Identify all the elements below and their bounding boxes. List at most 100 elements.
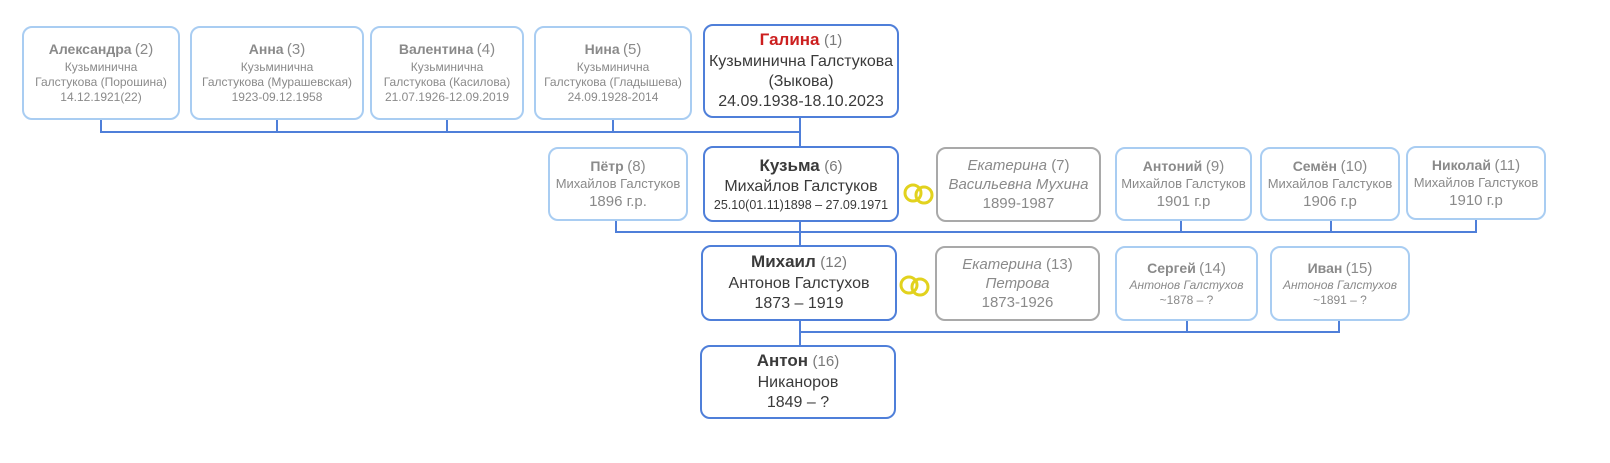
person-card-petr[interactable]: Пётр (8) Михайлов Галстуков 1896 г.р. [548, 147, 688, 221]
person-number: (6) [824, 157, 843, 175]
connector-line [100, 120, 102, 133]
person-patronymic: Никаноров [757, 373, 839, 391]
person-number: (14) [1199, 259, 1226, 277]
person-dates: 1896 г.р. [589, 193, 647, 211]
person-number: (7) [1051, 156, 1070, 174]
person-dates: 1923-09.12.1958 [231, 90, 323, 105]
person-patronymic: Кузьминична [576, 59, 650, 74]
person-maiden-name: (Зыкова) [768, 73, 834, 90]
person-card-anna[interactable]: Анна (3) Кузьминична Галстукова (Мурашев… [190, 26, 364, 120]
person-surname: Галстукова (Мурашевская) [202, 74, 352, 89]
wedding-rings-icon [903, 183, 934, 205]
person-number: (10) [1340, 157, 1368, 175]
person-card-nina[interactable]: Нина (5) Кузьминична Галстукова (Гладыше… [534, 26, 692, 120]
person-card-ekaterina-petrova[interactable]: Екатерина (13) Петрова 1873-1926 [935, 246, 1100, 321]
person-number: (13) [1046, 255, 1073, 273]
person-patronymic: Петрова [985, 274, 1050, 292]
person-card-valentina[interactable]: Валентина (4) Кузьминична Галстукова (Ка… [370, 26, 524, 120]
person-card-mihail[interactable]: Михаил (12) Антонов Галстухов 1873 – 191… [701, 245, 897, 321]
connector-line [1186, 320, 1188, 333]
person-dates: 1873 – 1919 [754, 295, 844, 313]
person-dates: ~1878 – ? [1159, 293, 1214, 308]
person-patronymic: Кузьминична [240, 59, 314, 74]
person-name: Антоний [1142, 157, 1203, 174]
person-dates: 1873-1926 [981, 294, 1054, 312]
connector-line [276, 120, 278, 133]
person-name: Кузьма [759, 155, 820, 175]
person-name: Анна [248, 41, 284, 58]
connector-line [1330, 219, 1332, 233]
person-name: Александра [48, 41, 132, 58]
person-patronymic: Антонов Галстухов [728, 274, 870, 292]
person-patronymic: Кузьминична Галстукова [708, 52, 894, 70]
person-dates: 24.09.1938-18.10.2023 [718, 93, 884, 111]
person-card-nikolay[interactable]: Николай (11) Михайлов Галстуков 1910 г.р [1406, 146, 1546, 220]
person-name: Николай [1431, 156, 1491, 173]
person-name: Семён [1292, 157, 1337, 174]
person-card-galina[interactable]: Галина (1) Кузьминична Галстукова (Зыков… [703, 24, 899, 118]
person-patronymic: Антонов Галстухов [1129, 277, 1244, 292]
person-patronymic: Васильевна Мухина [948, 175, 1089, 193]
person-number: (9) [1205, 157, 1225, 175]
person-dates: 21.07.1926-12.09.2019 [384, 90, 510, 105]
person-patronymic: Антонов Галстухов [1283, 277, 1397, 292]
person-patronymic: Михайлов Галстуков [1267, 175, 1393, 191]
person-card-kuzma[interactable]: Кузьма (6) Михайлов Галстуков 25.10(01.1… [703, 146, 899, 222]
person-number: (2) [134, 41, 154, 59]
person-card-ivan[interactable]: Иван (15) Антонов Галстухов ~1891 – ? [1270, 246, 1410, 321]
connector-line [615, 220, 617, 233]
person-name: Сергей [1147, 259, 1196, 276]
person-surname: Галстукова (Порошина) [35, 74, 167, 89]
connector-line [1180, 220, 1182, 233]
connector-line [799, 118, 801, 148]
person-dates: 1910 г.р [1449, 192, 1503, 210]
connector-line [615, 231, 1477, 233]
person-dates: 24.09.1928-2014 [567, 90, 659, 105]
person-number: (4) [476, 41, 496, 59]
person-surname: Галстукова (Гладышева) [544, 74, 682, 89]
person-name: Екатерина [967, 156, 1048, 174]
person-name: Иван [1307, 259, 1343, 276]
person-name: Михаил [751, 252, 816, 272]
person-card-semen[interactable]: Семён (10) Михайлов Галстуков 1906 г.р [1260, 147, 1400, 221]
wedding-rings-icon [899, 275, 930, 297]
person-surname: Галстукова (Касилова) [383, 74, 511, 89]
connector-line [612, 120, 614, 133]
person-card-antoniy[interactable]: Антоний (9) Михайлов Галстуков 1901 г.р [1115, 147, 1252, 221]
person-dates: 1901 г.р [1156, 193, 1211, 211]
person-patronymic: Михайлов Галстуков [555, 175, 681, 191]
connector-line [799, 320, 801, 346]
person-name: Галина [759, 30, 820, 50]
connector-line [100, 131, 801, 133]
connector-line [1338, 320, 1340, 333]
person-dates: 1906 г.р [1303, 193, 1357, 211]
person-number: (11) [1494, 156, 1521, 174]
person-card-aleksandra[interactable]: Александра (2) Кузьминична Галстукова (П… [22, 26, 180, 120]
person-name: Пётр [590, 157, 624, 174]
connector-line [446, 120, 448, 133]
person-card-anton[interactable]: Антон (16) Никаноров 1849 – ? [700, 345, 896, 419]
person-name: Антон [756, 351, 809, 371]
person-number: (8) [627, 157, 646, 175]
person-dates: 25.10(01.11)1898 – 27.09.1971 [713, 198, 889, 213]
person-patronymic: Михайлов Галстуков [724, 178, 878, 195]
person-dates: 1899-1987 [982, 195, 1055, 213]
person-patronymic: Кузьминична [410, 59, 484, 74]
person-number: (5) [622, 41, 642, 59]
person-dates: 1849 – ? [766, 394, 830, 412]
person-name: Валентина [398, 41, 474, 58]
person-number: (16) [812, 353, 840, 371]
person-card-ekaterina-muhina[interactable]: Екатерина (7) Васильевна Мухина 1899-198… [936, 147, 1101, 222]
person-card-sergey[interactable]: Сергей (14) Антонов Галстухов ~1878 – ? [1115, 246, 1258, 321]
person-patronymic: Михайлов Галстуков [1413, 174, 1539, 190]
connector-line [799, 222, 801, 247]
person-patronymic: Михайлов Галстуков [1121, 175, 1246, 191]
person-patronymic: Кузьминична [64, 59, 138, 74]
person-name: Нина [584, 41, 620, 58]
person-dates: 14.12.1921(22) [60, 90, 142, 105]
person-dates: ~1891 – ? [1313, 293, 1367, 308]
connector-line [799, 331, 1340, 333]
person-number: (12) [820, 254, 847, 272]
person-number: (3) [286, 41, 306, 59]
person-number: (15) [1345, 259, 1373, 277]
